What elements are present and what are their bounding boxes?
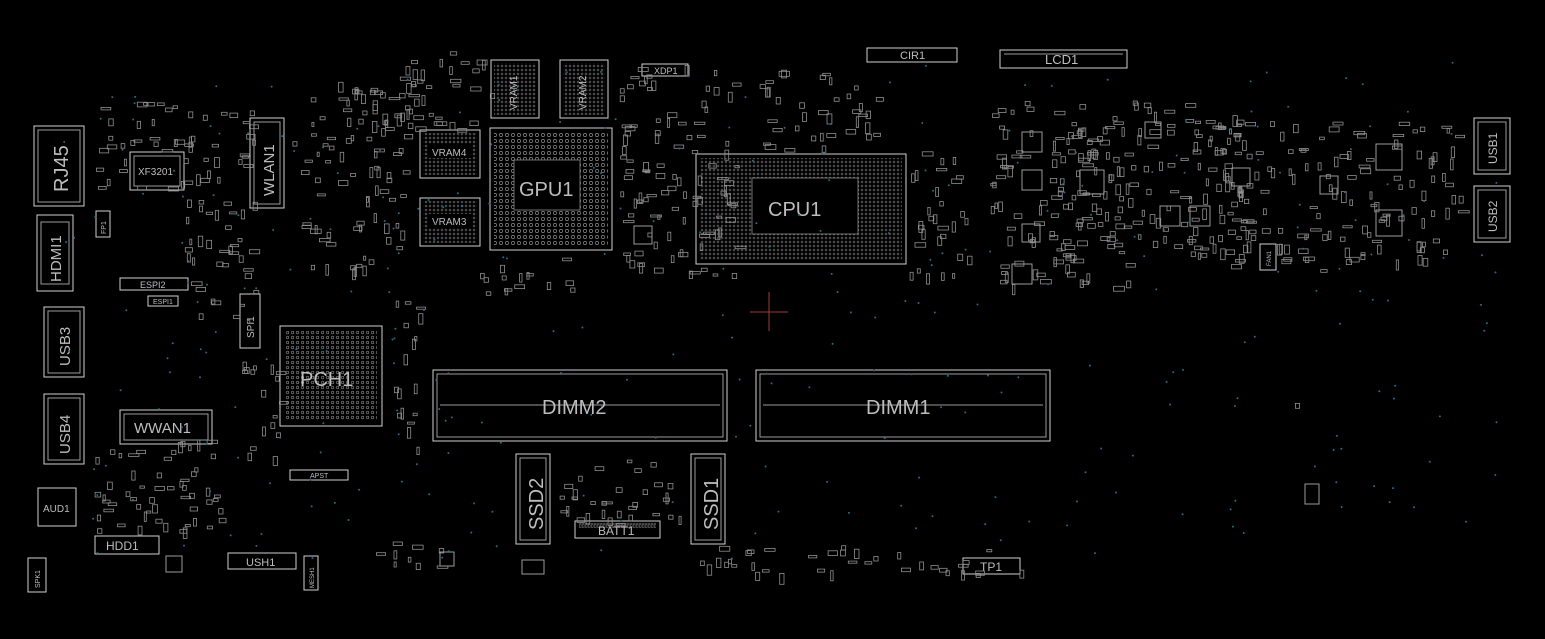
hdd1-connector[interactable]: HDD1 [94, 535, 160, 555]
vram1-chip[interactable]: VRAM1 [490, 59, 540, 119]
apst-label: APST [310, 473, 329, 480]
lcd1-label: LCD1 [1045, 52, 1078, 67]
espi2-header[interactable]: ESPI2 [119, 277, 189, 291]
xf3201-label: XF3201 [138, 167, 173, 178]
hdmi1-connector[interactable]: HDMI1 [36, 214, 74, 292]
espi2-label: ESPI2 [140, 280, 166, 290]
spi1-chip[interactable]: SPI1 [239, 293, 261, 349]
dimm2-slot[interactable]: DIMM2 [432, 369, 728, 442]
gpu1-chip[interactable]: GPU1 [489, 127, 613, 251]
pch1-chip[interactable]: PCH1 [279, 325, 383, 427]
aud1-jack[interactable]: AUD1 [37, 487, 77, 527]
ssd1-slot[interactable]: SSD1 [690, 453, 726, 545]
hdd1-label: HDD1 [106, 539, 139, 553]
ush1-label: USH1 [246, 557, 275, 569]
usb3-label: USB3 [57, 327, 74, 366]
batt1-label: BATT1 [598, 524, 635, 538]
lcd1-connector[interactable]: LCD1 [999, 49, 1128, 69]
spk1-connector[interactable]: SPK1 [27, 557, 47, 593]
via-dots [63, 61, 1498, 560]
usb4-label: USB4 [57, 415, 74, 454]
wwan1-slot[interactable]: WWAN1 [119, 409, 213, 445]
usb2-connector[interactable]: USB2 [1473, 185, 1511, 243]
fan1-label: FAN1 [1267, 250, 1273, 266]
vram4-label: VRAM4 [432, 148, 467, 159]
gpu1-label: GPU1 [519, 179, 573, 201]
xdp1-header[interactable]: XDP1 [641, 63, 689, 77]
usb4-connector[interactable]: USB4 [43, 393, 85, 465]
xdp1-label: XDP1 [654, 66, 678, 76]
dimm1-label: DIMM1 [866, 397, 930, 419]
usb1-connector[interactable]: USB1 [1473, 117, 1511, 175]
ssd2-slot[interactable]: SSD2 [515, 453, 551, 545]
espi1-label: ESPI1 [153, 299, 173, 306]
fp1-label: FP1 [101, 221, 108, 234]
vram2-chip[interactable]: VRAM2 [559, 59, 609, 119]
rj45-label: RJ45 [51, 145, 73, 192]
ssd2-label: SSD2 [526, 478, 548, 530]
pch1-label: PCH1 [300, 369, 353, 391]
vram2-label: VRAM2 [578, 75, 589, 110]
rj45-connector[interactable]: RJ45 [33, 125, 85, 207]
fp1-connector[interactable]: FP1 [95, 210, 111, 238]
ush1-connector[interactable]: USH1 [227, 552, 297, 570]
xf3201-transformer[interactable]: XF3201 [129, 151, 185, 191]
usb3-connector[interactable]: USB3 [43, 306, 85, 378]
mesh1-connector[interactable]: MESH1 [303, 555, 319, 591]
dimm2-label: DIMM2 [542, 397, 606, 419]
espi1-header[interactable]: ESPI1 [147, 295, 179, 307]
dimm1-slot[interactable]: DIMM1 [755, 369, 1051, 442]
spk1-label: SPK1 [35, 570, 42, 588]
usb2-label: USB2 [1486, 200, 1500, 232]
tp1-label: TP1 [980, 560, 1002, 574]
mesh1-label: MESH1 [310, 567, 316, 588]
vram4-chip[interactable]: VRAM4 [419, 129, 481, 179]
wlan1-label: WLAN1 [261, 144, 278, 196]
vram3-label: VRAM3 [432, 217, 467, 228]
wlan1-slot[interactable]: WLAN1 [249, 117, 285, 209]
usb1-label: USB1 [1486, 132, 1500, 164]
wwan1-label: WWAN1 [134, 420, 191, 437]
fan1-connector[interactable]: FAN1 [1259, 243, 1277, 271]
vram1-label: VRAM1 [509, 75, 520, 110]
apst-header[interactable]: APST [289, 469, 349, 481]
aud1-label: AUD1 [43, 504, 70, 515]
cir1-header[interactable]: CIR1 [866, 47, 958, 63]
ssd1-label: SSD1 [701, 478, 723, 530]
tp1-connector[interactable]: TP1 [962, 557, 1021, 575]
cursor-crosshair-icon [750, 292, 788, 331]
cpu1-label: CPU1 [768, 199, 821, 221]
cir1-label: CIR1 [900, 50, 925, 62]
passive-components [94, 51, 1470, 585]
cpu1-chip[interactable]: CPU1 [695, 153, 907, 265]
vram3-chip[interactable]: VRAM3 [419, 197, 481, 247]
spi1-label: SPI1 [246, 316, 257, 338]
hdmi1-label: HDMI1 [48, 235, 65, 282]
